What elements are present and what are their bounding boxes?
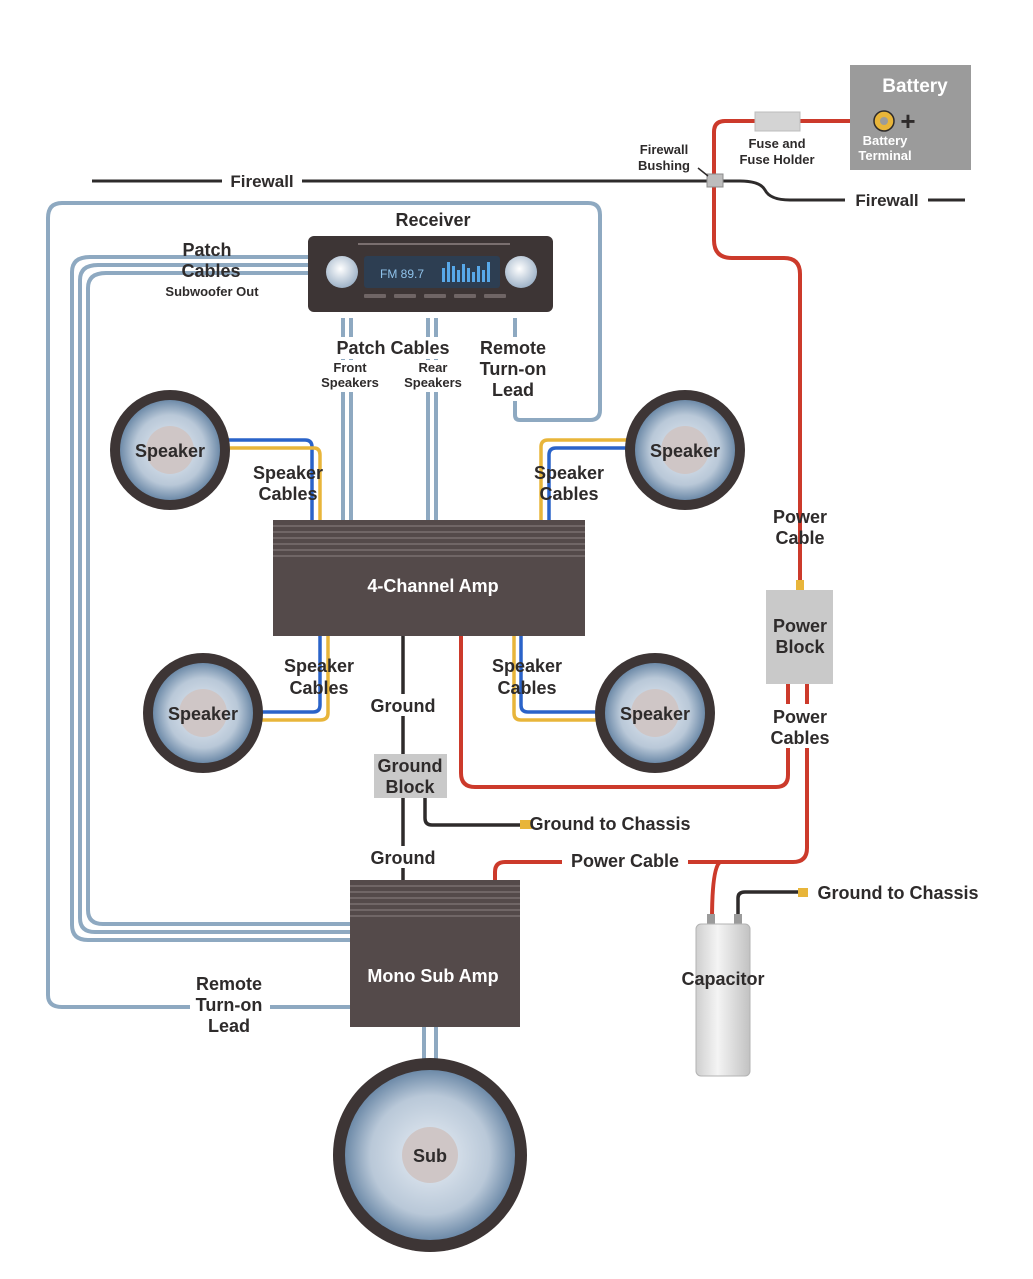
equalizer-icon: [442, 262, 490, 282]
speaker-label: Speaker: [650, 441, 720, 461]
power-block-label-2: Block: [775, 637, 825, 657]
patch-cables-left-label-1: Patch: [182, 240, 231, 260]
subwoofer-out-label: Subwoofer Out: [165, 284, 259, 299]
power-block-label-1: Power: [773, 616, 827, 636]
fuse-holder: Fuse and Fuse Holder: [739, 111, 815, 167]
power-cable-h-label: Power Cable: [571, 851, 679, 871]
speaker-cables-label-2: Cables: [258, 484, 317, 504]
ground-block-label-2: Block: [385, 777, 435, 797]
power-cables-label-1: Power: [773, 707, 827, 727]
ground-top-label: Ground: [371, 696, 436, 716]
speaker-cables-label-1: Speaker: [534, 463, 604, 483]
mono-sub-amp: Mono Sub Amp: [350, 880, 520, 1027]
ground-block-label-1: Ground: [378, 756, 443, 776]
subwoofer: Sub: [333, 1058, 527, 1252]
rear-speakers-label-1: Rear: [419, 360, 448, 375]
ground-chassis-tips: [520, 820, 808, 897]
speaker-label: Speaker: [135, 441, 205, 461]
patch-cables-left-label-2: Cables: [181, 261, 240, 281]
firewall-bushing: Firewall Bushing: [638, 142, 724, 188]
speaker-bottom-left: Speaker: [143, 653, 263, 773]
remote-bottom-label-2: Turn-on: [196, 995, 263, 1015]
receiver: Receiver FM 89.7: [308, 210, 553, 312]
firewall-line: [92, 179, 965, 202]
ground-to-chassis-label-2: Ground to Chassis: [817, 883, 978, 903]
receiver-knob-left-icon: [326, 256, 358, 288]
remote-bottom-label-3: Lead: [208, 1016, 250, 1036]
ground-block: Ground Block: [374, 754, 447, 798]
speaker-top-left: Speaker: [110, 390, 230, 510]
front-speakers-label-2: Speakers: [321, 375, 379, 390]
power-block: Power Block: [766, 590, 833, 684]
speaker-cables-label-2: Cables: [289, 678, 348, 698]
capacitor: Capacitor: [681, 914, 765, 1077]
fuse-label-1: Fuse and: [748, 136, 805, 151]
amp4-label: 4-Channel Amp: [367, 576, 498, 596]
bushing-label-1: Firewall: [640, 142, 688, 157]
battery-terminal-label-1: Battery: [863, 133, 909, 148]
receiver-label: Receiver: [395, 210, 470, 230]
fuse-label-2: Fuse Holder: [739, 152, 814, 167]
power-cable-label-1: Power: [773, 507, 827, 527]
firewall-label-left: Firewall: [230, 172, 293, 191]
receiver-knob-right-icon: [505, 256, 537, 288]
speaker-top-right: Speaker: [625, 390, 745, 510]
speaker-cables-label-1: Speaker: [284, 656, 354, 676]
speaker-label: Speaker: [620, 704, 690, 724]
patch-cables-mid-label: Patch Cables: [336, 338, 449, 358]
four-channel-amp: 4-Channel Amp: [273, 520, 585, 636]
speaker-cables-label-1: Speaker: [253, 463, 323, 483]
remote-bottom-label-1: Remote: [196, 974, 262, 994]
front-speakers-label-1: Front: [333, 360, 367, 375]
remote-top-label-2: Turn-on: [480, 359, 547, 379]
speaker-bottom-right: Speaker: [595, 653, 715, 773]
speaker-cables-label-2: Cables: [539, 484, 598, 504]
bushing-label-2: Bushing: [638, 158, 690, 173]
speaker-cables-label-2: Cables: [497, 678, 556, 698]
speaker-cables-label-1: Speaker: [492, 656, 562, 676]
power-cables-label-2: Cables: [770, 728, 829, 748]
speaker-label: Speaker: [168, 704, 238, 724]
firewall-label-right: Firewall: [855, 191, 918, 210]
rear-speakers-label-2: Speakers: [404, 375, 462, 390]
capacitor-label: Capacitor: [681, 969, 764, 989]
battery-terminal-label-2: Terminal: [858, 148, 911, 163]
receiver-display: FM 89.7: [380, 267, 424, 281]
battery-label: Battery: [882, 76, 948, 97]
mono-amp-label: Mono Sub Amp: [367, 966, 498, 986]
ground-bottom-label: Ground: [371, 848, 436, 868]
speaker-cables: [228, 438, 628, 722]
ground-to-chassis-label-1: Ground to Chassis: [529, 814, 690, 834]
remote-top-label-3: Lead: [492, 380, 534, 400]
sub-label: Sub: [413, 1146, 447, 1166]
battery: Battery + Battery Terminal: [850, 65, 971, 170]
power-cable-label-2: Cable: [775, 528, 824, 548]
plus-icon: +: [900, 106, 915, 136]
remote-top-label-1: Remote: [480, 338, 546, 358]
